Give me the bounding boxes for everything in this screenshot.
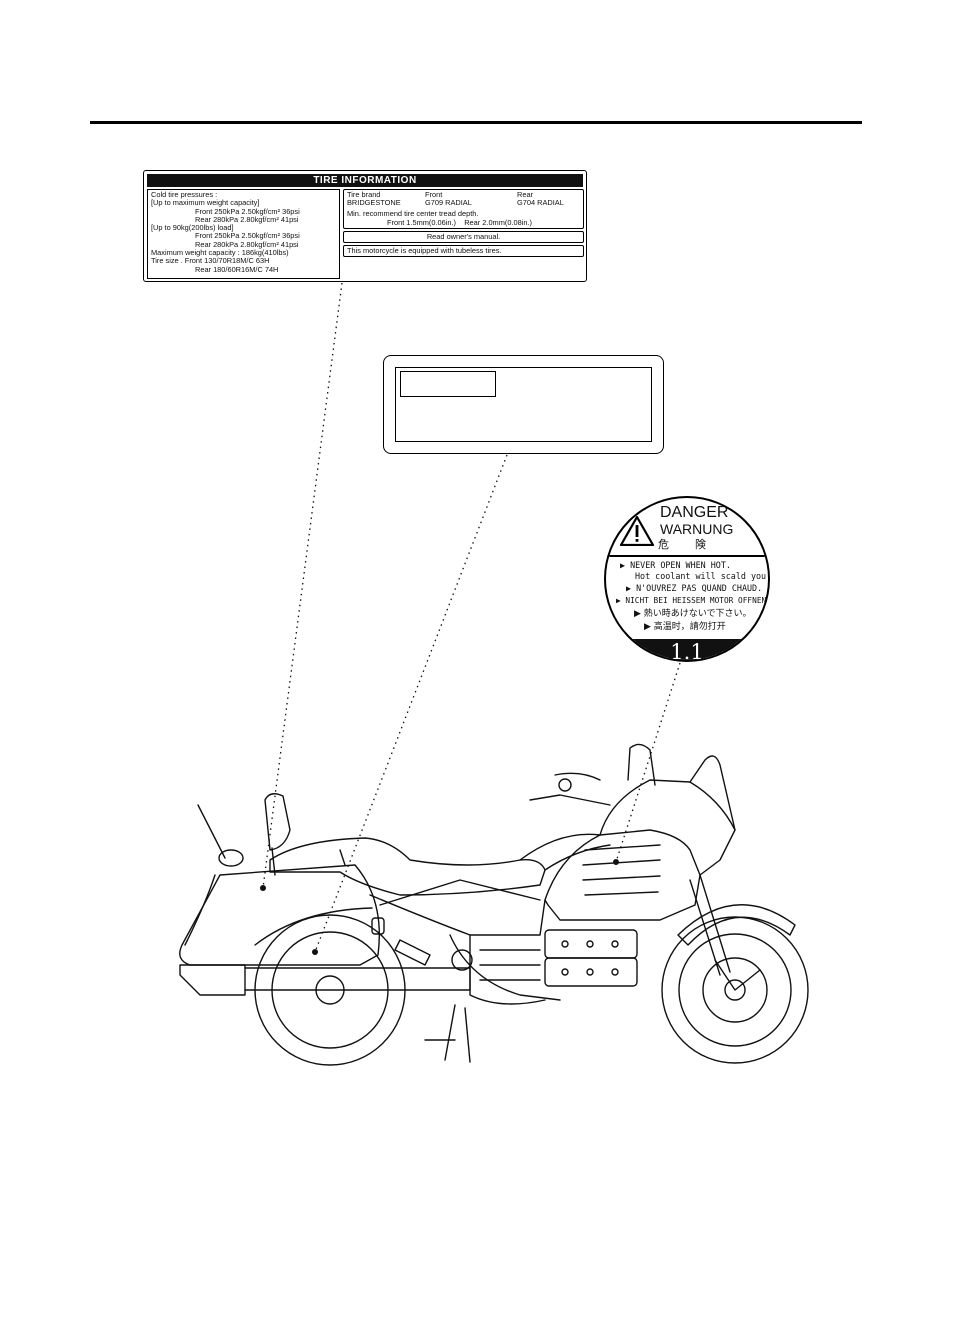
tire-brand-header-cell: Tire brand (347, 190, 381, 199)
danger-line-5: ▶ 熱い時あけないで下さい。 (634, 609, 752, 619)
tire-brand-header-cell: Rear (517, 190, 534, 199)
tire-brand-header-cell: Front (425, 190, 443, 199)
tire-pressure-line: Front 250kPa 2.50kgf/cm² 36psi (195, 231, 300, 241)
tire-information-label: TIRE INFORMATION Cold tire pressures :[U… (143, 170, 587, 282)
tire-pressure-line: Tire size . Front 130/70R18M/C 63H (151, 256, 270, 266)
danger-line-2: Hot coolant will scald you. (635, 571, 770, 581)
danger-label-code: 1.1 (606, 639, 768, 660)
danger-radiator-label: DANGER WARNUNG 危険 ▶ NEVER OPEN WHEN HOT.… (604, 496, 770, 662)
tread-depth-title: Min. recommend tire center tread depth. (347, 209, 479, 219)
danger-line-1: ▶ NEVER OPEN WHEN HOT. (620, 560, 731, 570)
danger-line-4: ▶ NICHT BEI HEISSEM MOTOR OFFNEN. (616, 596, 770, 605)
warning-triangle-icon (620, 516, 654, 546)
danger-line-3: ▶ N'OUVREZ PAS QUAND CHAUD. (626, 583, 763, 593)
tread-depth-values: Front 1.5mm(0.06in.) Rear 2.0mm(0.08in.) (387, 217, 532, 227)
tire-pressure-line: [Up to maximum weight capacity] (151, 198, 260, 208)
tire-brand-value-cell: G709 RADIAL (425, 198, 472, 208)
danger-label-divider (606, 555, 768, 557)
tire-label-title: TIRE INFORMATION (147, 174, 583, 187)
tubeless-note: This motorcycle is equipped with tubeles… (343, 245, 584, 258)
tire-pressure-line: Maximum weight capacity : 186kg(410lbs) (151, 248, 289, 258)
japanese-danger-title: 危険 (658, 539, 732, 551)
blank-label-tab (400, 371, 496, 397)
danger-title: DANGER (660, 504, 729, 521)
tire-pressure-line: Rear 280kPa 2.80kgf/cm² 41psi (195, 239, 299, 249)
tire-brand-value-cell: G704 RADIAL (517, 198, 564, 208)
blank-label (383, 355, 664, 454)
header-rule (90, 121, 862, 124)
tire-pressure-line: Front 250kPa 2.50kgf/cm² 36psi (195, 206, 300, 216)
tire-pressure-line: Cold tire pressures : (151, 190, 218, 199)
tire-brand-value-cell: BRIDGESTONE (347, 198, 401, 208)
tire-pressure-box: Cold tire pressures :[Up to maximum weig… (147, 189, 340, 279)
read-manual-note: Read owner's manual. (343, 230, 584, 244)
danger-line-6: ▶ 高温时，請勿打开 (644, 622, 726, 632)
blank-label-frame (395, 367, 652, 442)
tire-pressure-line: Rear 180/60R16M/C 74H (195, 264, 279, 274)
warnung-title: WARNUNG (660, 521, 734, 537)
tire-pressure-line: [Up to 90kg(200lbs) load] (151, 223, 234, 233)
tire-pressure-line: Rear 280kPa 2.80kgf/cm² 41psi (195, 214, 299, 224)
